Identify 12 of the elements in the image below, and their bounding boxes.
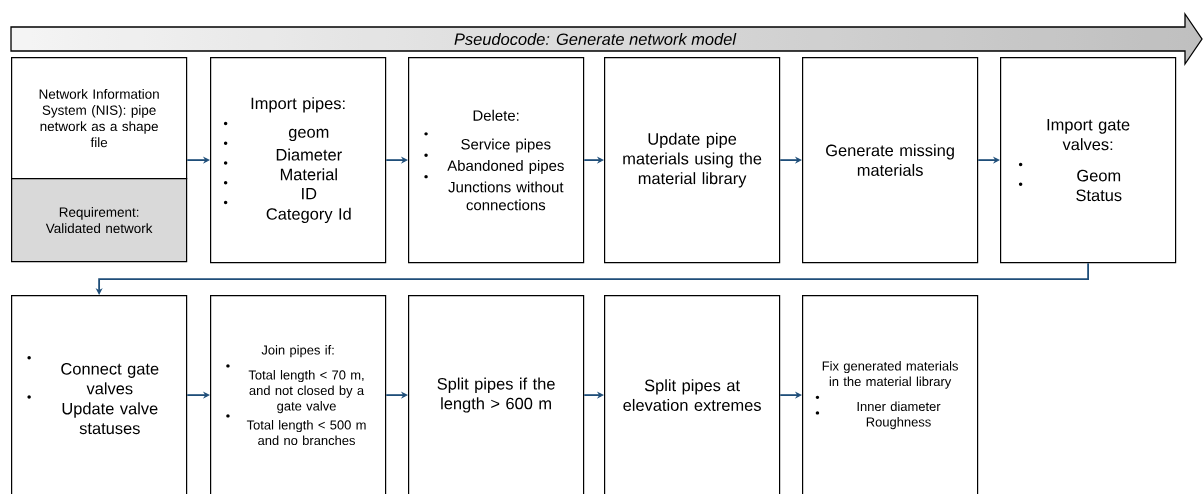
process-box: Delete: Service pipes Abandoned pipes Junctions without connections xyxy=(408,57,585,264)
process-box: Join pipes if: Total length < 70 m, and not closed by a gate valve Total length < 500 m and no branches xyxy=(210,295,387,494)
process-box: Import pipes: geom Diameter Material ID Category Id xyxy=(210,57,387,264)
requirement-box: Requirement: Validated network xyxy=(11,178,188,263)
source-box: Network Information System (NIS): pipe network as a shape file xyxy=(11,57,188,180)
process-box: Connect gate valves Update valve statuses xyxy=(11,295,188,494)
process-box: Generate missing materials xyxy=(802,57,979,264)
process-box: Fix generated materials in the material library Inner diameter Roughness xyxy=(802,295,979,494)
process-box: Split pipes at elevation extremes xyxy=(604,295,781,494)
process-box: Import gate valves: Geom Status xyxy=(1000,57,1177,264)
process-box: Update pipe materials using the material library xyxy=(604,57,781,264)
process-box: Split pipes if the length > 600 m xyxy=(408,295,585,494)
